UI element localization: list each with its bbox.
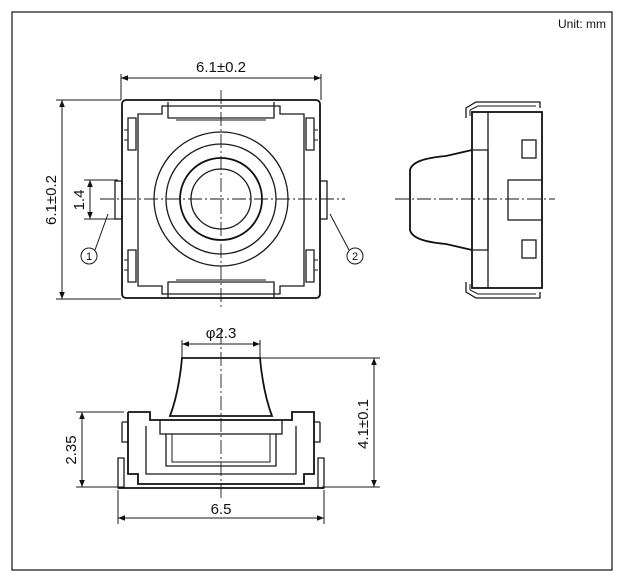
side-view (395, 101, 555, 299)
drawing-frame (11, 11, 613, 571)
total-height-dim: 4.1±0.1 (355, 399, 372, 449)
front-view: φ2.3 4.1±0.1 2.35 6.5 (63, 325, 380, 524)
left-height-dim: 6.1±0.2 (43, 175, 60, 225)
terminal-2-label: 2 (352, 251, 358, 263)
bottom-width-dim: 6.5 (211, 501, 232, 518)
terminal-1-label: 1 (86, 251, 92, 263)
terminal-width-dim: 1.4 (71, 190, 88, 211)
top-view: 6.1±0.2 6.1±0.2 1.4 (43, 59, 364, 310)
unit-label: Unit: mm (558, 17, 606, 31)
body-height-dim: 2.35 (63, 435, 80, 464)
top-width-dim: 6.1±0.2 (196, 59, 246, 76)
